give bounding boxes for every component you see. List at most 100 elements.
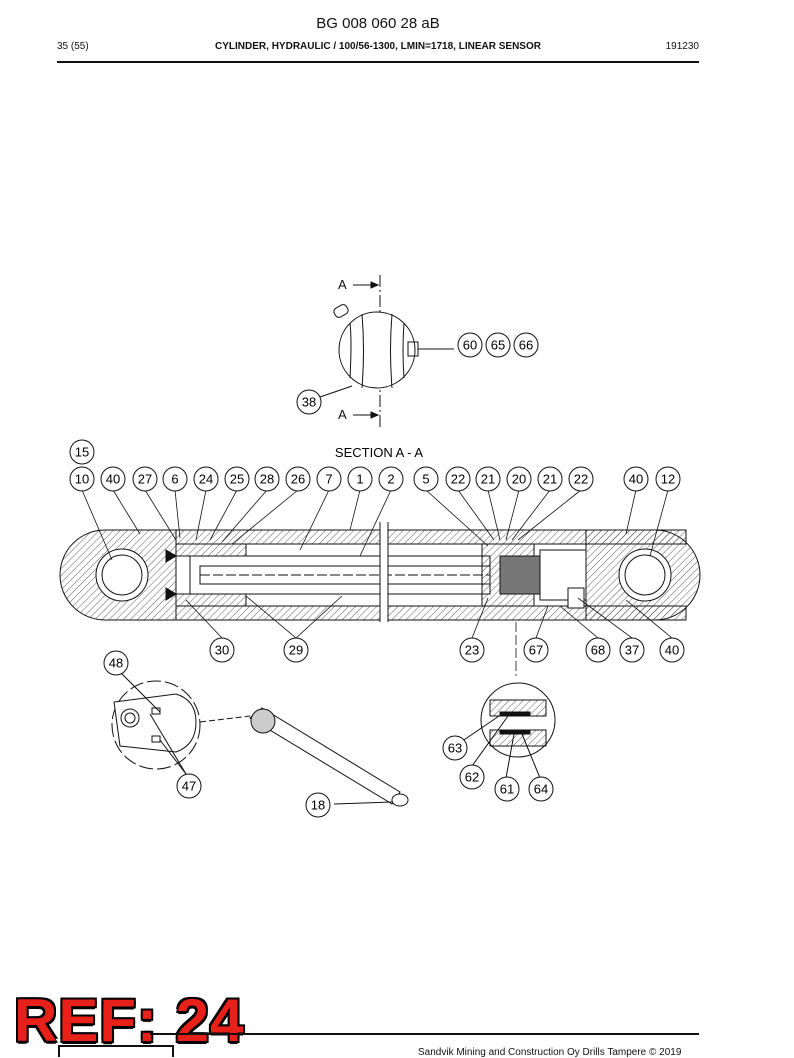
footer-rule	[150, 1033, 699, 1035]
callout-number: 22	[574, 472, 588, 487]
callout-bubble: 10	[69, 466, 95, 492]
document-number: BG 008 060 28 aB	[316, 15, 440, 32]
callout-number: 38	[302, 395, 316, 410]
callout-bubble: 29	[283, 637, 309, 663]
callout-bubble: 25	[224, 466, 250, 492]
callout-circle	[459, 637, 485, 663]
callout-bubble: 5	[413, 466, 439, 492]
callout-bubble: 63	[442, 735, 468, 761]
callout-circle	[209, 637, 235, 663]
callout-circle	[475, 466, 501, 492]
callout-number: 60	[463, 338, 477, 353]
callout-number: 40	[665, 643, 679, 658]
callout-bubble: 66	[513, 332, 539, 358]
callout-circle	[224, 466, 250, 492]
callout-circle	[347, 466, 373, 492]
callout-circle	[585, 637, 611, 663]
callout-bubble: 26	[285, 466, 311, 492]
callout-circle	[69, 439, 95, 465]
callout-circle	[485, 332, 511, 358]
callout-number: 65	[491, 338, 505, 353]
callout-number: 61	[500, 782, 514, 797]
callout-circle	[513, 332, 539, 358]
callout-bubble: 37	[619, 637, 645, 663]
callout-number: 23	[465, 643, 479, 658]
callout-circle	[285, 466, 311, 492]
callout-number: 1	[356, 472, 363, 487]
callout-number: 26	[291, 472, 305, 487]
callout-circle	[103, 650, 129, 676]
callout-number: 10	[75, 472, 89, 487]
callout-bubble: 2	[378, 466, 404, 492]
callout-bubble: 21	[475, 466, 501, 492]
rod-assembly	[249, 707, 409, 807]
callout-circle	[193, 466, 219, 492]
callout-bubble: 7	[316, 466, 342, 492]
callout-circle	[162, 466, 188, 492]
callout-circle	[655, 466, 681, 492]
callout-number: 68	[591, 643, 605, 658]
header-rule	[57, 61, 699, 63]
section-marker-top: A	[338, 277, 347, 292]
callout-circle	[296, 389, 322, 415]
callout-bubble: 47	[176, 773, 202, 799]
callout-bubble: 40	[659, 637, 685, 663]
page-title: CYLINDER, HYDRAULIC / 100/56-1300, LMIN=…	[215, 41, 541, 52]
callout-circle	[176, 773, 202, 799]
callout-number: 64	[534, 782, 548, 797]
callout-circle	[69, 466, 95, 492]
callout-number: 40	[629, 472, 643, 487]
company-logo	[58, 1045, 174, 1057]
callout-bubble: 64	[528, 776, 554, 802]
callout-circle	[619, 637, 645, 663]
callout-circle	[442, 735, 468, 761]
callout-number: 6	[171, 472, 178, 487]
callout-bubble: 65	[485, 332, 511, 358]
callout-number: 66	[519, 338, 533, 353]
callout-number: 47	[182, 779, 196, 794]
callout-number: 62	[465, 770, 479, 785]
callout-bubble: 23	[459, 637, 485, 663]
callout-number: 25	[230, 472, 244, 487]
section-marker-bottom: A	[338, 407, 347, 422]
callout-bubble: 27	[132, 466, 158, 492]
callout-number: 63	[448, 741, 462, 756]
page-number: 35 (55)	[57, 41, 89, 52]
callout-number: 27	[138, 472, 152, 487]
callout-number: 18	[311, 798, 325, 813]
callout-number: 29	[289, 643, 303, 658]
callout-circle	[100, 466, 126, 492]
callout-bubble: 68	[585, 637, 611, 663]
callout-bubble: 6	[162, 466, 188, 492]
callout-circle	[445, 466, 471, 492]
callout-bubble: 38	[296, 389, 322, 415]
callout-bubble: 18	[305, 792, 331, 818]
callout-bubble: 12	[655, 466, 681, 492]
callout-bubble: 28	[254, 466, 280, 492]
callout-number: 40	[106, 472, 120, 487]
section-label: SECTION A - A	[335, 445, 423, 460]
callout-bubble: 20	[506, 466, 532, 492]
callout-number: 21	[481, 472, 495, 487]
callout-number: 48	[109, 656, 123, 671]
callout-number: 67	[529, 643, 543, 658]
leader-lines	[81, 489, 673, 676]
callout-circle	[316, 466, 342, 492]
callout-circle	[537, 466, 563, 492]
callout-circle	[413, 466, 439, 492]
callout-circle	[457, 332, 483, 358]
callout-bubble: 61	[494, 776, 520, 802]
callout-circle	[568, 466, 594, 492]
callout-circle	[506, 466, 532, 492]
callout-number: 12	[661, 472, 675, 487]
callout-bubble: 62	[459, 764, 485, 790]
callout-number: 37	[625, 643, 639, 658]
callout-bubble: 22	[568, 466, 594, 492]
callout-number: 7	[325, 472, 332, 487]
callout-bubble: 30	[209, 637, 235, 663]
callout-circle	[459, 764, 485, 790]
callout-number: 28	[260, 472, 274, 487]
callout-bubble: 40	[623, 466, 649, 492]
callout-bubble: 60	[457, 332, 483, 358]
